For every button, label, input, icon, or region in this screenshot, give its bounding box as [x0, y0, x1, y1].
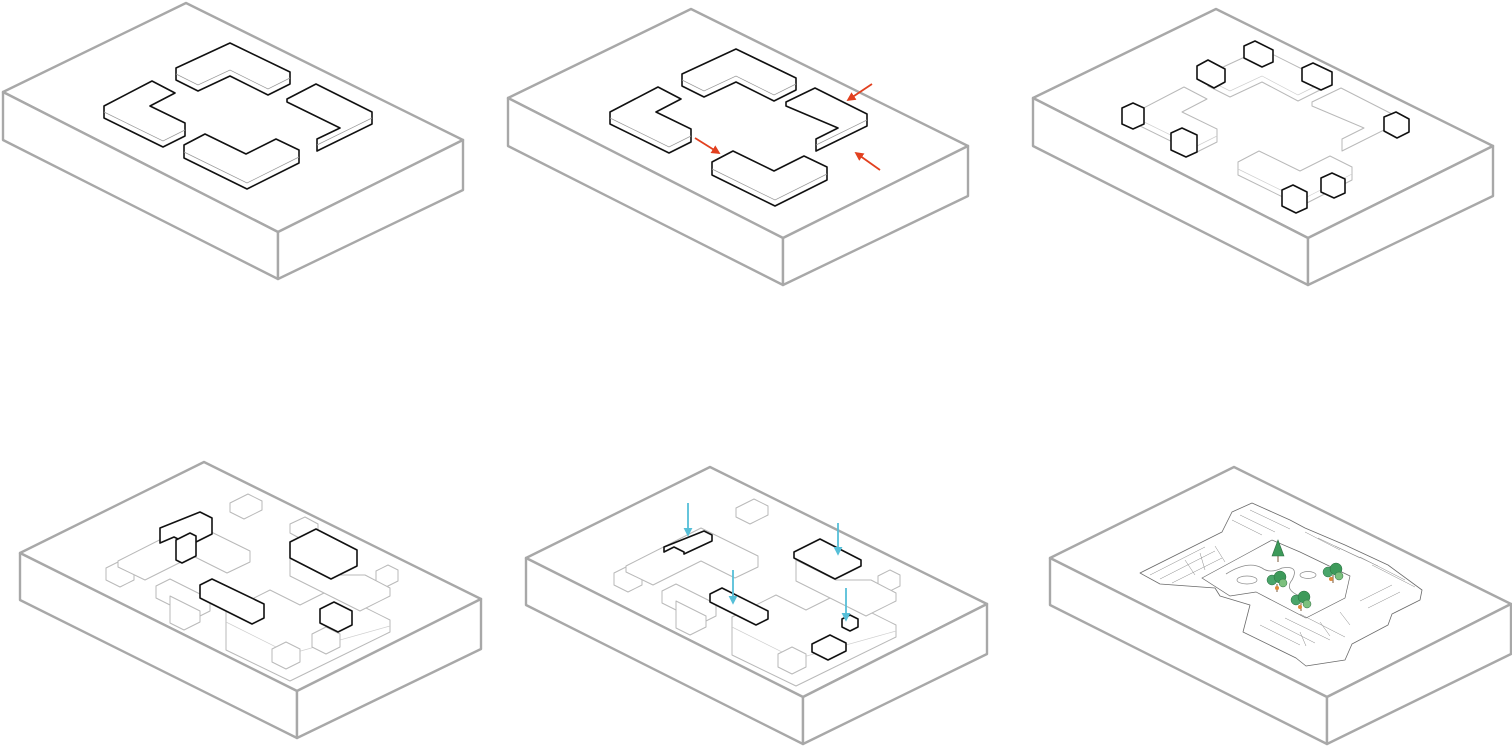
courtyard-trees — [1266, 539, 1344, 611]
step-1-panel — [1, 1, 465, 281]
site-block — [1031, 7, 1495, 287]
shift-arrow-2 — [854, 151, 881, 171]
courtyard-volumes — [103, 42, 373, 190]
step-4-panel — [18, 460, 483, 740]
shift-arrow-1 — [846, 83, 873, 101]
final-massing — [1139, 502, 1423, 667]
step-2-panel — [506, 7, 970, 287]
push-arrows — [683, 503, 851, 622]
tree-3 — [1322, 562, 1344, 583]
site-block — [1, 1, 465, 281]
tree-4 — [1290, 590, 1312, 611]
step-3-panel — [1031, 7, 1495, 287]
pushed-volumes — [663, 530, 862, 661]
roof-hatching — [1149, 509, 1416, 647]
courtyard-volumes-shifted — [609, 48, 868, 207]
tree-1 — [1271, 539, 1285, 562]
tree-2 — [1266, 570, 1288, 592]
shift-arrow-3 — [694, 137, 721, 154]
shift-arrows — [694, 83, 881, 171]
step-5-panel — [524, 465, 989, 746]
site-block — [506, 7, 970, 287]
courtyard-path — [1225, 564, 1301, 597]
step-6-panel — [1048, 465, 1512, 746]
raised-wings — [159, 511, 358, 633]
corner-blocks — [1121, 40, 1410, 214]
